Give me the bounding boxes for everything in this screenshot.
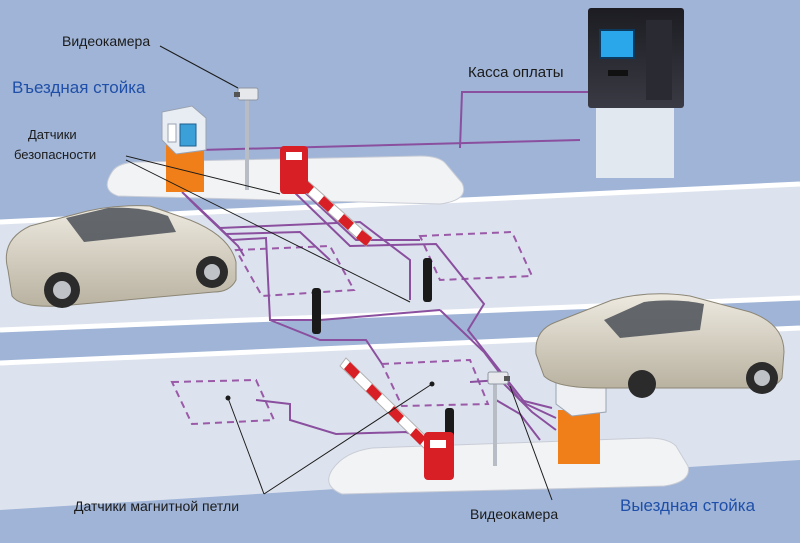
label-camera-top: Видеокамера — [62, 33, 151, 49]
wire-to-kiosk-a — [199, 139, 581, 151]
pointer-camera-top — [159, 45, 239, 89]
kiosk-screen — [599, 29, 635, 59]
camera-top-icon — [237, 87, 259, 101]
entry-stand-screen — [179, 123, 197, 147]
exit-barrier — [339, 357, 454, 480]
pointer-lines — [125, 45, 553, 501]
label-safety-sensors-line2: безопасности — [14, 147, 97, 162]
pointer-safety-2 — [125, 159, 411, 303]
payment-kiosk — [588, 8, 684, 178]
pointer-loop-2 — [263, 383, 433, 495]
label-payment-kiosk: Касса оплаты — [468, 64, 564, 81]
loop-upper-left — [234, 244, 356, 298]
wire-to-kiosk-b — [459, 91, 592, 149]
exit-car-windows — [604, 300, 704, 338]
exit-car — [535, 293, 785, 398]
camera-top — [234, 87, 259, 190]
loop-lower-right — [380, 358, 490, 408]
exit-stand-body — [558, 410, 600, 464]
label-safety-sensors-line1: Датчики — [28, 127, 77, 142]
post-entry-3 — [312, 288, 321, 334]
pointer-safety-1 — [125, 155, 281, 195]
pointer-loop-1 — [227, 397, 265, 495]
magnetic-loops — [170, 230, 534, 426]
pointer-camera-bottom — [509, 385, 553, 501]
entry-stand — [161, 105, 207, 192]
post-entry-2 — [423, 258, 432, 302]
entry-barrier — [280, 146, 373, 247]
label-camera-bottom: Видеокамера — [470, 506, 559, 522]
label-magnetic-loop-sensors: Датчики магнитной петли — [74, 498, 240, 514]
entry-car-windows — [66, 207, 176, 242]
pointer-dots — [225, 381, 435, 401]
loop-upper-right — [418, 230, 534, 282]
camera-bottom — [487, 371, 510, 466]
label-entry-stand: Въездная стойка — [12, 78, 146, 97]
entry-car — [5, 205, 237, 308]
label-exit-stand: Выездная стойка — [620, 496, 756, 515]
exit-barrier-housing — [424, 432, 454, 480]
